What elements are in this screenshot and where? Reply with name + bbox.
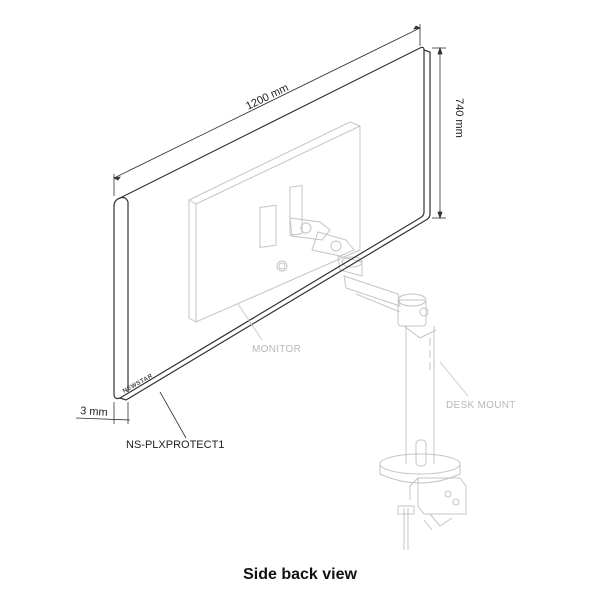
view-caption: Side back view <box>243 566 357 583</box>
monitor-callout <box>237 303 263 341</box>
thickness-label: 3 mm <box>80 405 108 419</box>
desk-mount-outline <box>289 217 467 550</box>
brand-logo: NEWSTAR <box>122 373 154 395</box>
desk-mount-callout <box>439 361 469 397</box>
height-dimension <box>432 46 446 220</box>
width-label: 1200 mm <box>244 82 290 113</box>
desk-mount-label: DESK MOUNT <box>446 400 516 411</box>
monitor-outline <box>188 121 361 323</box>
height-label: 740 mm <box>453 98 465 138</box>
thickness-dimension <box>75 402 131 424</box>
protection-panel <box>113 46 431 401</box>
model-label: NS-PLXPROTECT1 <box>126 439 224 451</box>
monitor-label: MONITOR <box>252 344 301 355</box>
width-dimension <box>112 24 422 196</box>
model-callout <box>159 391 187 439</box>
